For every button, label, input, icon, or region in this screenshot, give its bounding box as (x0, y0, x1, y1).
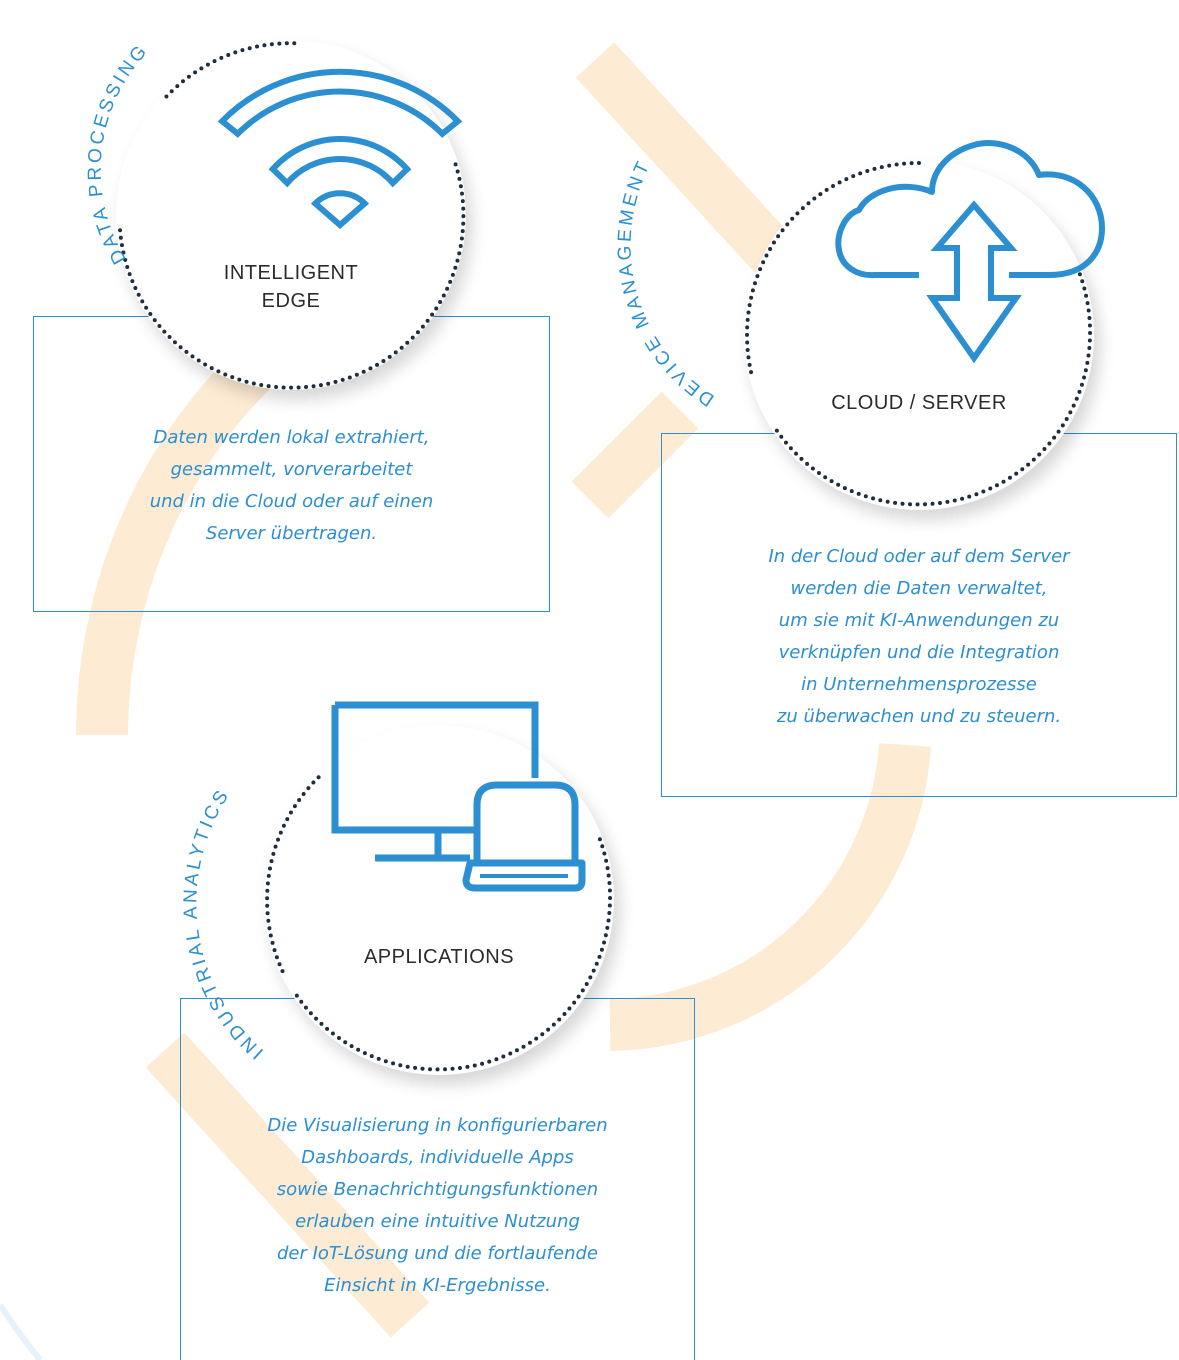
monitor-laptop-icon (331, 701, 586, 892)
background-corner-curve (0, 1303, 43, 1360)
intelligent-edge-label: INTELLIGENT EDGE (223, 262, 359, 312)
background-arc-right (609, 743, 931, 1051)
cloud-server-description: In der Cloud oder auf dem Server werden … (768, 546, 1070, 727)
applications-dotted-ring (265, 775, 612, 1072)
applications-label: APPLICATIONS (363, 946, 515, 968)
intelligent-edge-dotted-ring (117, 41, 466, 390)
cloud-sync-icon (835, 140, 1105, 364)
wifi-icon (217, 68, 463, 229)
applications-description: Die Visualisierung in konfigurierbaren D… (267, 1115, 608, 1296)
cloud-server-disc (744, 160, 1094, 510)
intelligent-edge-description: Daten werden lokal extrahiert, gesammelt… (149, 427, 434, 544)
cloud-server-label: CLOUD / SERVER (831, 392, 1007, 414)
cloud-server-dotted-ring (745, 161, 1092, 507)
background-stroke-middle (571, 391, 699, 519)
background-stroke-bottom (145, 1032, 430, 1338)
